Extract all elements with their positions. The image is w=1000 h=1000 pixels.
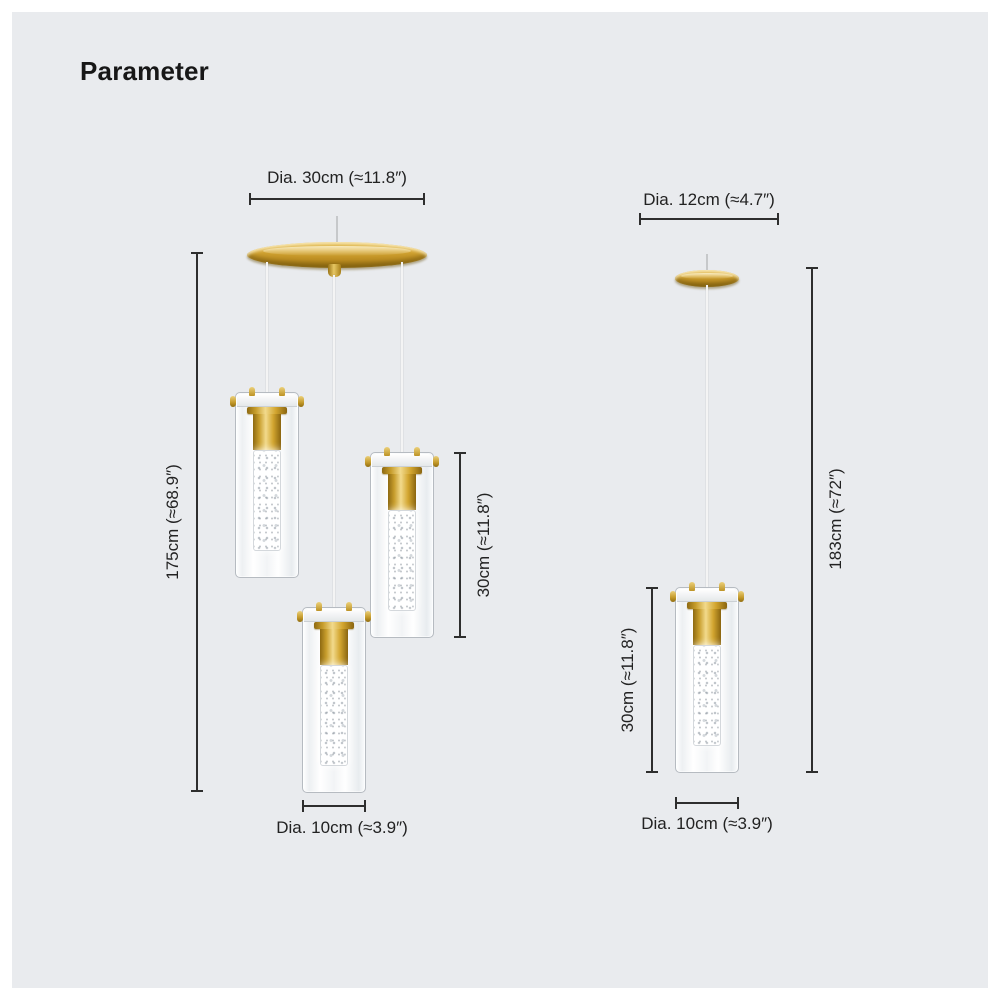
- crystal-column: [388, 510, 416, 611]
- left-canopy-diameter-line: [249, 193, 425, 204]
- mount-stud-icon: [414, 447, 420, 456]
- right-pendant-height-line: [646, 587, 657, 773]
- shade-rim: [372, 454, 432, 467]
- right-canopy-diameter-label: Dia. 12cm (≈4.7″): [643, 190, 775, 209]
- mount-stud-icon: [346, 602, 352, 611]
- mount-stud-icon: [689, 582, 695, 591]
- pendant-light: [230, 387, 304, 578]
- left-ceiling-stem: [336, 216, 338, 244]
- left-pendant-height-label: 30cm (≈11.8″): [474, 492, 493, 598]
- gold-cap: [388, 474, 416, 510]
- right-pendant-height-label: 30cm (≈11.8″): [618, 627, 637, 733]
- gold-cap: [320, 629, 348, 665]
- cap-flange: [247, 407, 287, 414]
- mount-pin-icon: [230, 396, 236, 407]
- left-shade-diameter-line: [302, 800, 366, 811]
- right-total-height-label: 183cm (≈72″): [826, 468, 845, 570]
- mount-pin-icon: [670, 591, 676, 602]
- cap-flange: [687, 602, 727, 609]
- pendant-light: [365, 447, 439, 638]
- mount-pin-icon: [365, 611, 371, 622]
- cap-flange: [314, 622, 354, 629]
- cord: [706, 285, 708, 588]
- mount-pin-icon: [365, 456, 371, 467]
- left-canopy-diameter-label: Dia. 30cm (≈11.8″): [267, 168, 407, 187]
- shade-rim: [304, 609, 364, 622]
- page-title: Parameter: [80, 56, 209, 86]
- crystal-column: [693, 645, 721, 746]
- pendant-light: [670, 582, 744, 773]
- cord: [401, 262, 403, 453]
- right-total-height-line: [806, 267, 817, 773]
- left-total-height-line: [191, 252, 202, 792]
- mount-pin-icon: [738, 591, 744, 602]
- mount-pin-icon: [297, 611, 303, 622]
- right-canopy-diameter-line: [639, 213, 779, 224]
- right-shade-diameter-line: [675, 797, 739, 808]
- mount-stud-icon: [249, 387, 255, 396]
- mount-stud-icon: [719, 582, 725, 591]
- shade-rim: [237, 394, 297, 407]
- crystal-column: [320, 665, 348, 766]
- left-pendant-height-line: [454, 452, 465, 638]
- left-canopy-hub: [328, 264, 341, 277]
- shade-rim: [677, 589, 737, 602]
- cord: [333, 275, 335, 608]
- cord: [266, 262, 268, 393]
- mount-pin-icon: [433, 456, 439, 467]
- diagram-background: Parameter Dia. 30cm (≈11.8″): [12, 12, 988, 988]
- gold-cap: [693, 609, 721, 645]
- pendant-light: [297, 602, 371, 793]
- gold-cap: [253, 414, 281, 450]
- left-shade-diameter-label: Dia. 10cm (≈3.9″): [276, 818, 408, 837]
- left-total-height-label: 175cm (≈68.9″): [163, 464, 182, 580]
- mount-stud-icon: [384, 447, 390, 456]
- mount-pin-icon: [298, 396, 304, 407]
- mount-stud-icon: [279, 387, 285, 396]
- crystal-column: [253, 450, 281, 551]
- right-canopy: [675, 270, 739, 287]
- right-ceiling-stem: [706, 254, 708, 272]
- cap-flange: [382, 467, 422, 474]
- mount-stud-icon: [316, 602, 322, 611]
- left-canopy: [247, 242, 427, 268]
- right-shade-diameter-label: Dia. 10cm (≈3.9″): [641, 814, 773, 833]
